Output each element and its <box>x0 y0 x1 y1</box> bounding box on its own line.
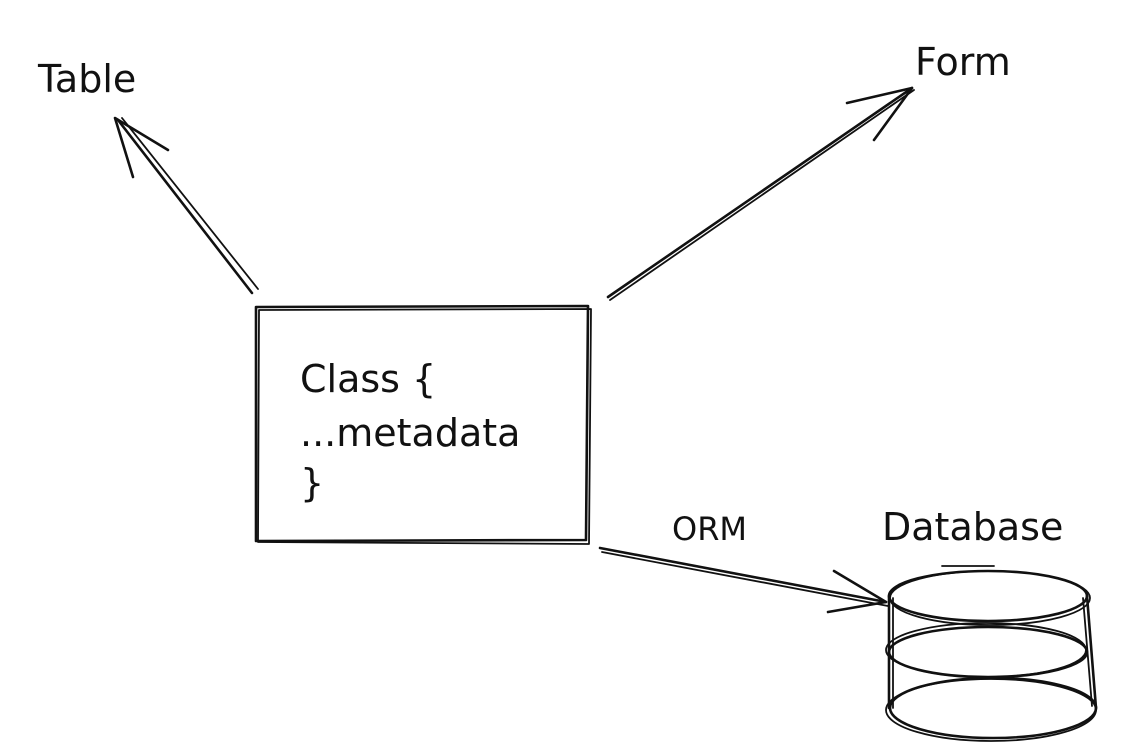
class-line-2: ...metadata <box>300 411 520 455</box>
arrow-to-database <box>598 546 889 614</box>
label-orm: ORM <box>672 510 747 548</box>
class-box <box>254 304 592 545</box>
label-table: Table <box>37 57 136 101</box>
class-line-1: Class { <box>300 357 436 401</box>
label-database: Database <box>882 505 1063 549</box>
label-form: Form <box>915 40 1011 84</box>
database-cylinder <box>885 565 1098 742</box>
class-line-3: } <box>300 461 324 505</box>
arrow-to-table <box>113 116 259 295</box>
arrow-to-form <box>606 86 915 301</box>
